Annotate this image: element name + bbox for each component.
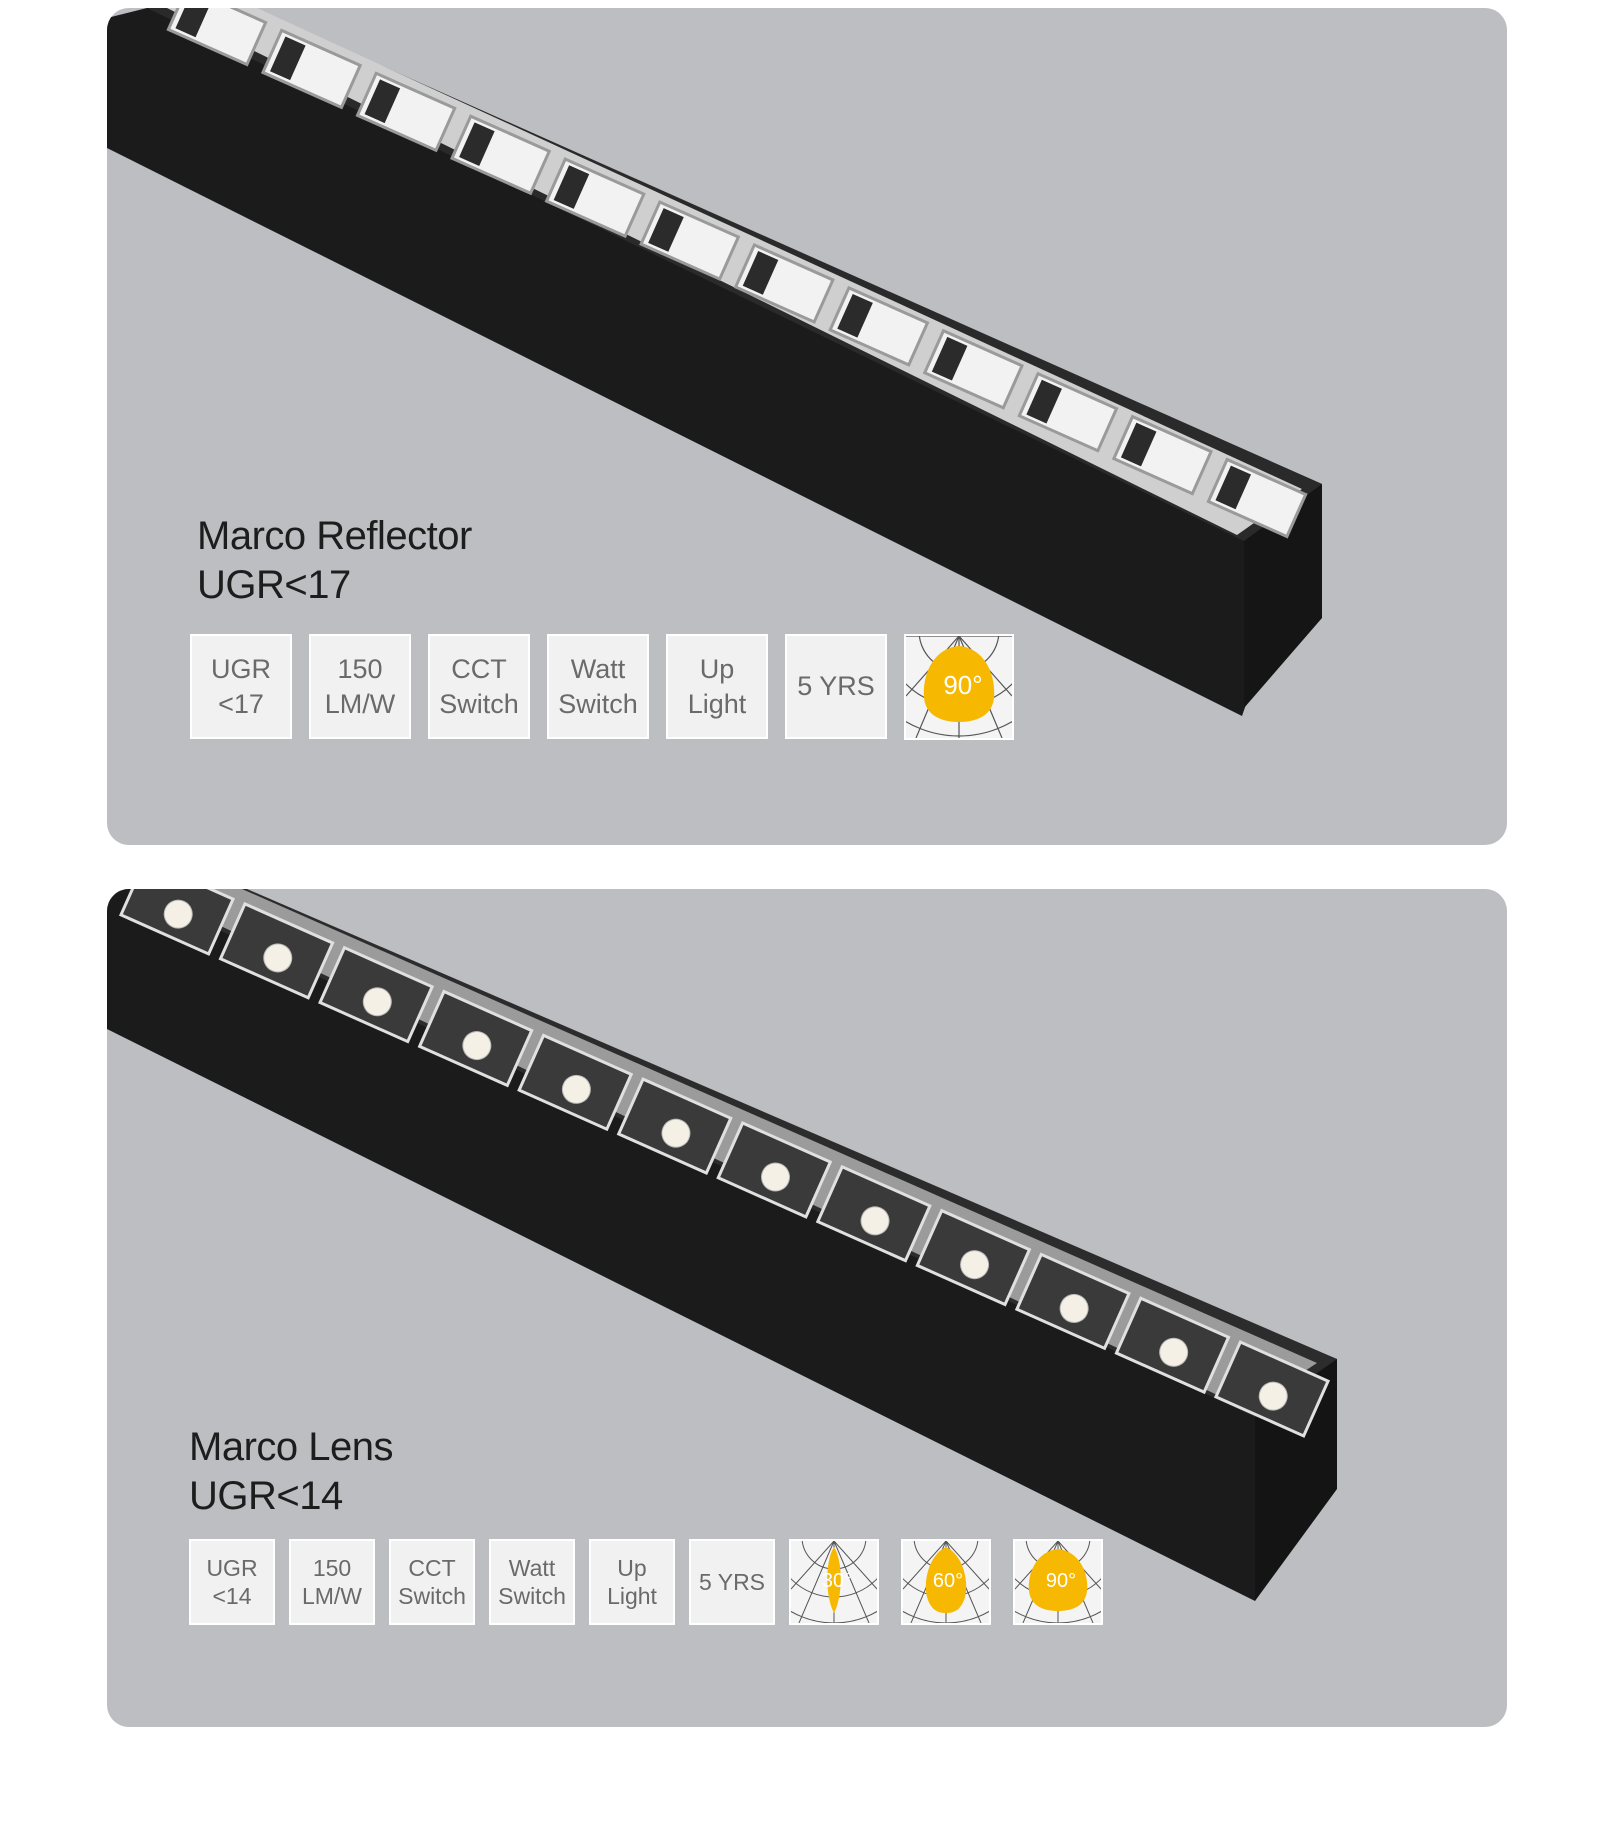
feature-badge-warranty: 5 YRS <box>785 634 887 739</box>
feature-badge-ugr: UGR <14 <box>189 1539 275 1625</box>
lens-cell <box>915 1208 1032 1307</box>
beam-angle-label: 30° <box>822 1570 852 1592</box>
lens-cell <box>517 1033 634 1132</box>
lens-cell <box>218 901 335 1000</box>
reflector-cell <box>1206 457 1308 539</box>
lens-cell <box>318 945 435 1044</box>
reflector-cell <box>922 328 1024 410</box>
feature-badge-watt-switch: Watt Switch <box>547 634 649 739</box>
lens-cell <box>815 1164 932 1263</box>
reflector-cell <box>828 285 930 367</box>
product-card-reflector: Marco Reflector UGR<17 UGR <17 150 LM/W … <box>107 8 1507 845</box>
reflector-cell <box>1111 414 1214 496</box>
reflector-cell <box>260 28 363 110</box>
reflector-cell <box>450 114 552 196</box>
reflector-cell <box>166 8 268 67</box>
feature-badge-cct-switch: CCT Switch <box>428 634 530 739</box>
reflector-cell <box>639 200 741 282</box>
lens-cell <box>1213 1340 1331 1438</box>
feature-badges: UGR <17 150 LM/W CCT Switch Watt Switch … <box>190 634 1014 740</box>
beam-angle-60-icon: 60° <box>901 1539 991 1625</box>
lens-fixture-illustration <box>107 889 1337 1601</box>
beam-angle-90-icon: 90° <box>904 634 1014 740</box>
lens-cell <box>1114 1296 1231 1395</box>
feature-badge-cct-switch: CCT Switch <box>389 1539 475 1625</box>
beam-angle-label: 60° <box>933 1570 963 1592</box>
lens-cell <box>1014 1252 1131 1351</box>
feature-badge-up-light: Up Light <box>589 1539 675 1625</box>
product-name: Marco Reflector <box>197 514 472 558</box>
feature-badges: UGR <14 150 LM/W CCT Switch Watt Switch … <box>189 1539 1103 1625</box>
feature-badge-ugr: UGR <17 <box>190 634 292 739</box>
feature-badge-efficacy: 150 LM/W <box>309 634 411 739</box>
beam-angle-30-icon: 30° <box>789 1539 879 1625</box>
feature-badge-watt-switch: Watt Switch <box>489 1539 575 1625</box>
product-rating: UGR<14 <box>189 1474 343 1518</box>
feature-badge-up-light: Up Light <box>666 634 768 739</box>
product-rating: UGR<17 <box>197 563 351 607</box>
beam-angle-90-icon: 90° <box>1013 1539 1103 1625</box>
product-title: Marco Lens UGR<14 <box>189 1423 393 1521</box>
feature-badge-warranty: 5 YRS <box>689 1539 775 1625</box>
reflector-cell <box>544 157 646 239</box>
lens-cell <box>716 1120 833 1219</box>
reflector-cell <box>1017 371 1119 453</box>
lens-cell <box>616 1077 733 1176</box>
reflector-fixture-illustration <box>107 8 1322 716</box>
product-title: Marco Reflector UGR<17 <box>197 512 472 610</box>
lens-cell <box>118 889 236 956</box>
reflector-cell <box>355 71 457 153</box>
beam-angle-label: 90° <box>1046 1570 1076 1592</box>
feature-badge-efficacy: 150 LM/W <box>289 1539 375 1625</box>
beam-angle-label: 90° <box>943 670 982 700</box>
lens-cell <box>417 989 534 1088</box>
product-card-lens: Marco Lens UGR<14 UGR <14 150 LM/W CCT S… <box>107 889 1507 1727</box>
reflector-cell <box>733 242 835 324</box>
product-name: Marco Lens <box>189 1425 393 1469</box>
